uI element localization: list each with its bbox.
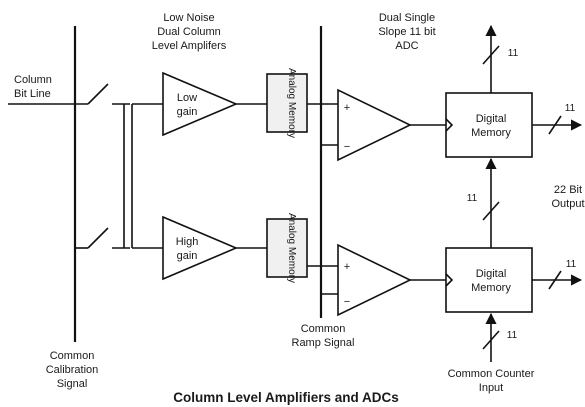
output-label-1: 22 Bit [554, 184, 582, 196]
counter-label-1: Common Counter [448, 368, 535, 380]
digital-memory-bottom-label-2: Memory [471, 282, 511, 294]
analog-memory-top [266, 73, 308, 133]
middle-up-slash [482, 201, 500, 221]
diagram-title: Column Level Amplifiers and ADCs [173, 390, 399, 405]
column-bit-line-label-2: Bit Line [14, 88, 51, 100]
calibration-label-3: Signal [57, 378, 88, 390]
column-bit-line-label-1: Column [14, 74, 52, 86]
digital-memory-top-label-2: Memory [471, 127, 511, 139]
analog-memory-top-label: Analog Memory [286, 68, 297, 138]
top-right-bus-width: 11 [565, 103, 576, 114]
adc-header-line-1: Dual Single [379, 12, 435, 24]
digital-memory-bottom-label-1: Digital [476, 268, 507, 280]
amplifiers-header-line-3: Level Amplifers [152, 40, 227, 52]
high-gain-amplifier [162, 215, 239, 281]
low-gain-label-2: gain [177, 106, 198, 118]
top-switch [87, 83, 109, 105]
calibration-label-2: Calibration [46, 364, 99, 376]
analog-memory-bottom-label: Analog Memory [286, 213, 297, 283]
comparator-top-plus: + [344, 102, 350, 114]
counter-input-bus-width: 11 [507, 330, 518, 341]
digital-memory-top-clock-icon [445, 118, 454, 132]
counter-label-2: Input [479, 382, 503, 394]
bottom-switch [87, 227, 109, 249]
adc-header-line-2: Slope 11 bit [378, 26, 435, 38]
amplifiers-header-line-1: Low Noise [163, 12, 214, 24]
comparator-bottom-minus: − [344, 296, 350, 308]
amplifiers-header-line-2: Dual Column [157, 26, 221, 38]
comparator-top [337, 88, 412, 162]
top-up-slash [482, 45, 500, 65]
digital-memory-top [445, 92, 533, 158]
high-gain-label-1: High [176, 236, 199, 248]
digital-memory-bottom [445, 247, 533, 313]
comparator-top-minus: − [344, 141, 350, 153]
ramp-label-2: Ramp Signal [292, 337, 355, 349]
ramp-label-1: Common [301, 323, 346, 335]
digital-memory-bottom-clock-icon [445, 273, 454, 287]
low-gain-label-1: Low [177, 92, 197, 104]
bottom-right-bus-width: 11 [566, 259, 577, 270]
middle-up-bus-width: 11 [467, 193, 478, 204]
digital-memory-top-label-1: Digital [476, 113, 507, 125]
top-up-bus-width: 11 [508, 48, 519, 59]
bottom-right-slash [548, 270, 562, 290]
comparator-bottom-plus: + [344, 261, 350, 273]
adc-header-line-3: ADC [395, 40, 418, 52]
comparator-bottom [337, 243, 412, 317]
calibration-label-1: Common [50, 350, 95, 362]
low-gain-amplifier [162, 71, 239, 137]
high-gain-label-2: gain [177, 250, 198, 262]
top-right-slash [548, 115, 562, 135]
output-label-2: Output [551, 198, 584, 210]
counter-input-slash [482, 330, 500, 350]
analog-memory-bottom [266, 218, 308, 278]
